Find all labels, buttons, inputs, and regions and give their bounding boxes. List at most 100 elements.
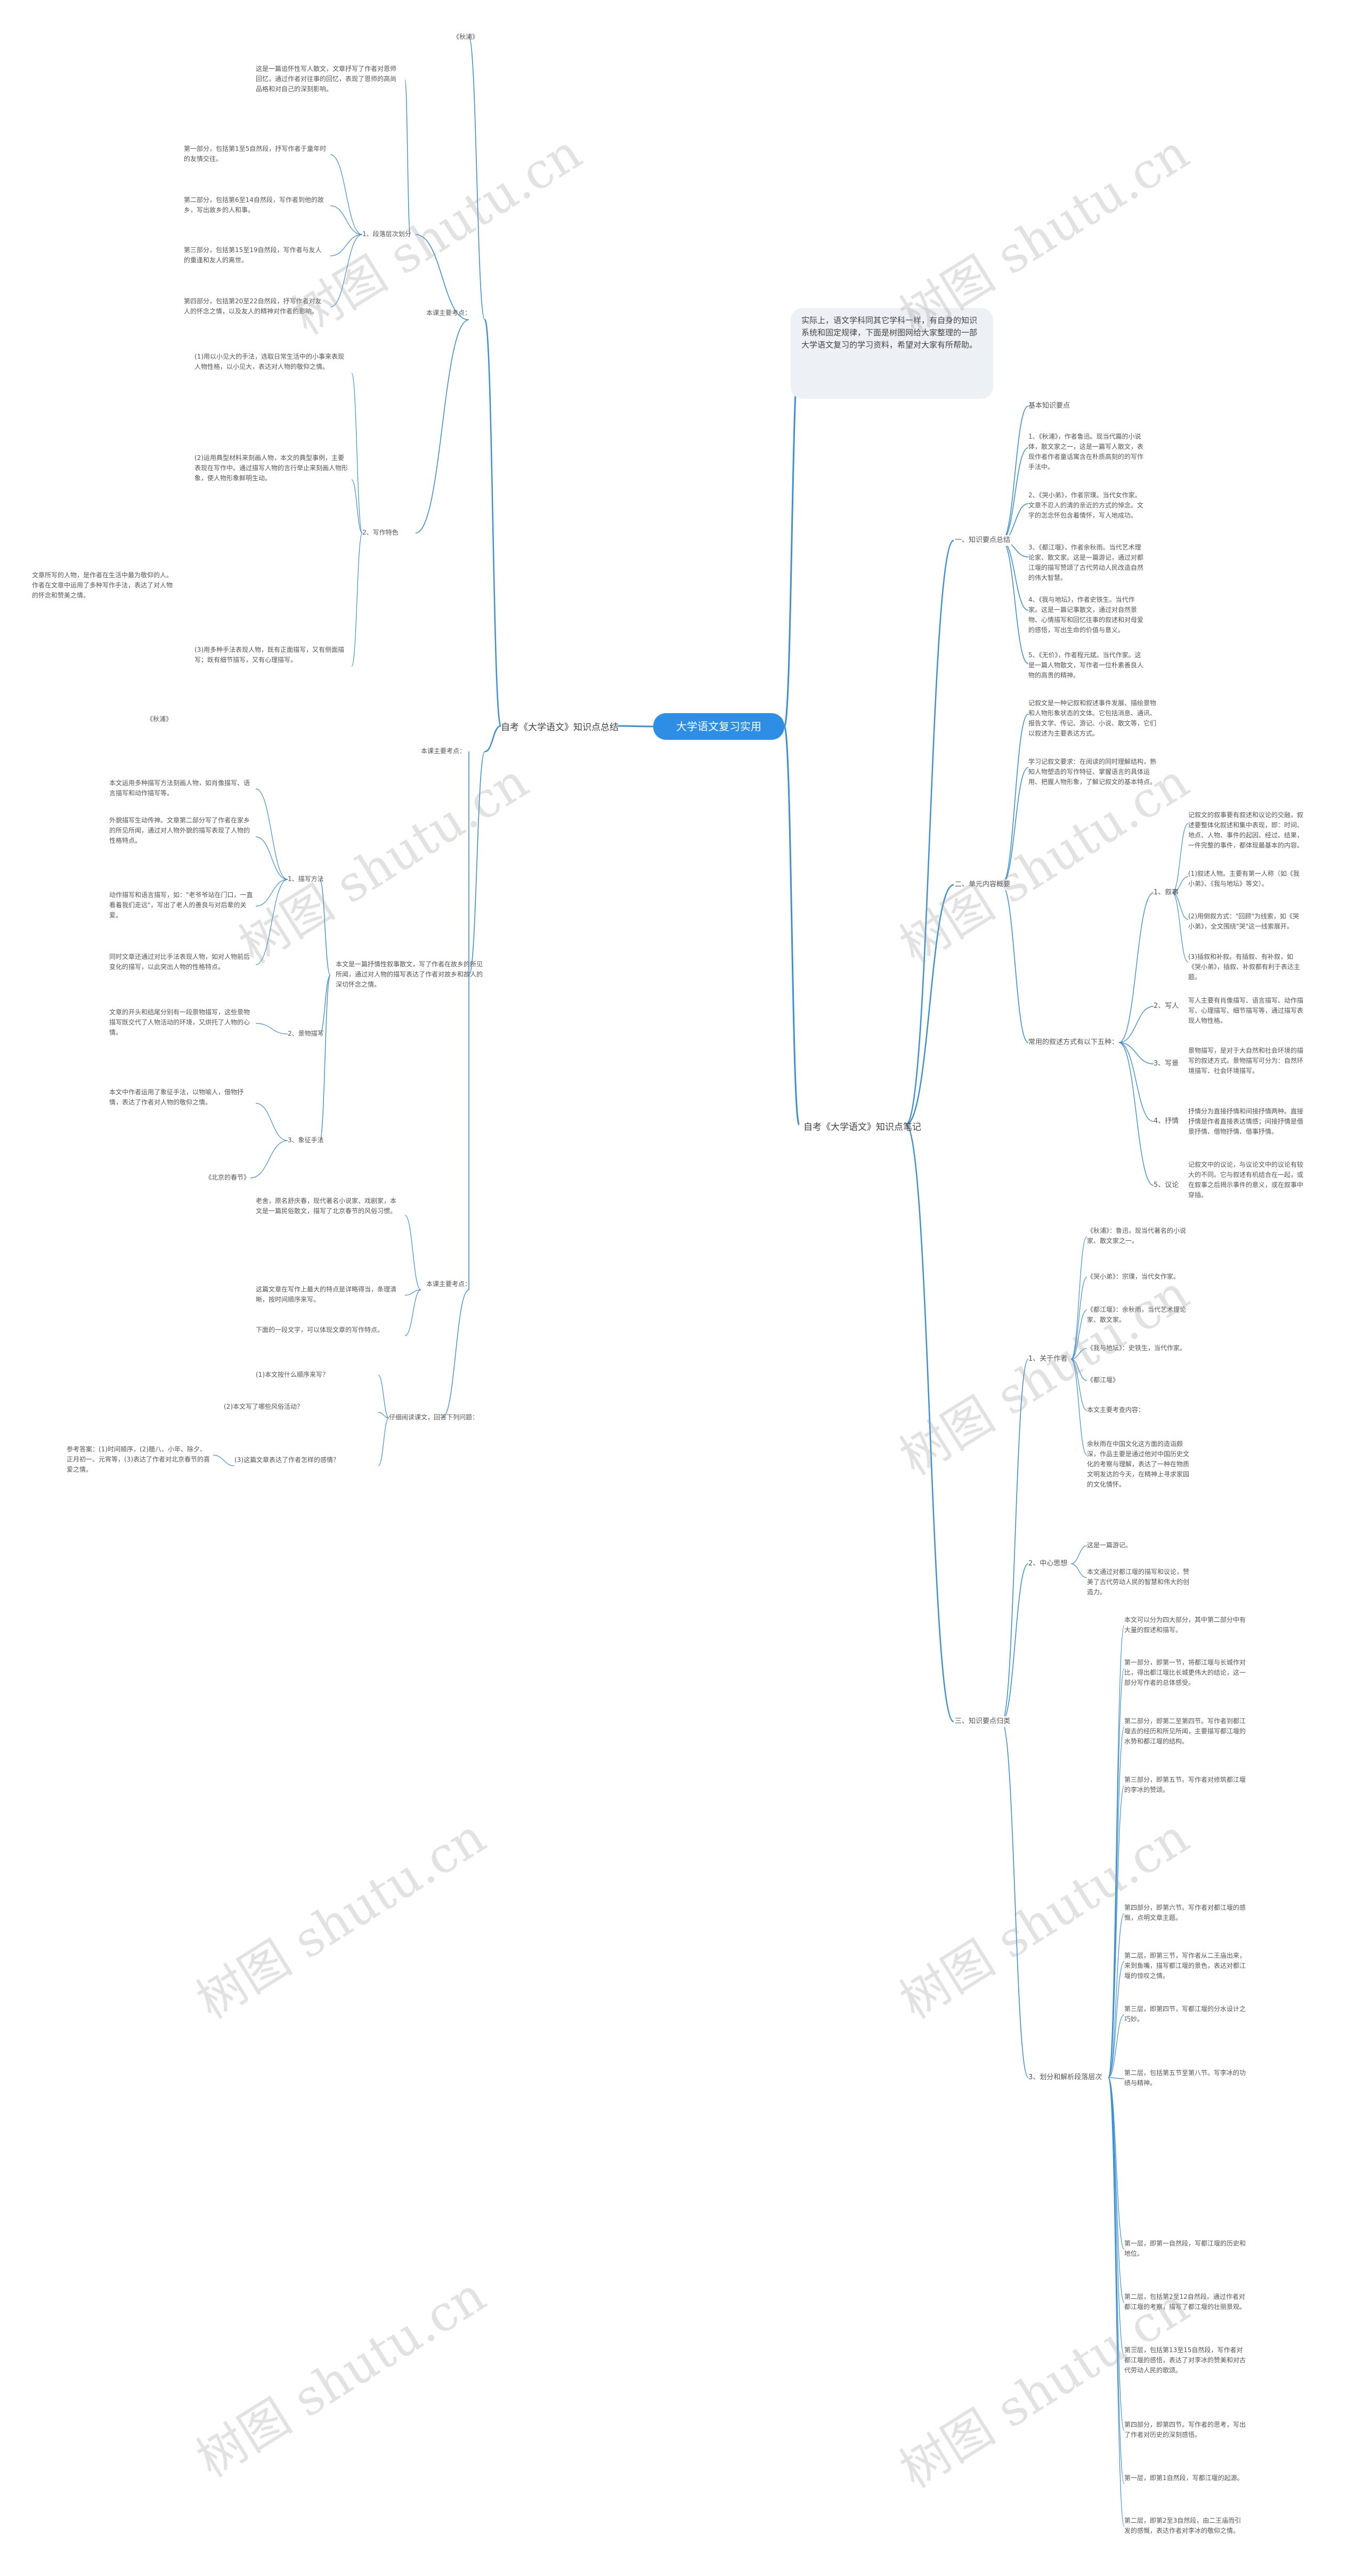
structure-2[interactable]: 第二部分，即第二至第四节。写作者到都江堰去的经历和所见所闻，主要描写都江堰的水势… [1124,1717,1246,1745]
connector-line [1108,2077,1125,2527]
right-branch-notes[interactable]: 自考《大学语文》知识点笔记 [803,1122,921,1133]
central-idea[interactable]: 2、中心思想 [1028,1560,1068,1568]
method-2[interactable]: 2、写人 [1154,1002,1179,1010]
unit-note-2[interactable]: 学习记叙文要求：在阅读的同时理解结构，熟知人物塑造的写作特征、掌握语言的具体运用… [1028,758,1157,786]
method-1-b[interactable]: (2)用倒叙方式："回顾"为线索，如《哭小弟》，全文围绕"哭"这一线索展开。 [1188,912,1300,930]
lesson-summary[interactable]: 本文是一篇抒情性叙事散文，写了作者在故乡的所见所闻，通过对人物的描写表达了作者对… [336,960,483,988]
method-1-detail[interactable]: 记叙文的叙事要有叙述和议论的交融，叙述要整体化叙述和集中表现，即：时间、地点、人… [1188,811,1304,849]
description-2[interactable]: 外貌描写生动传神。文章第二部分写了作者在家乡的所见所闻，通过对人物外貌的描写表现… [109,817,250,844]
part-2[interactable]: 第二部分，包括第6至14自然段，写作者到他的故乡，写出故乡的人和事。 [184,196,324,214]
symbolism-1[interactable]: 本文中作者运用了象征手法，以物喻人，借物抒情，表达了作者对人物的敬仰之情。 [109,1088,244,1106]
structure-7[interactable]: 第二层，包括第五节至第八节。写李冰的功绩与精神。 [1124,2069,1246,2087]
left-branch-summary[interactable]: 自考《大学语文》知识点总结 [501,722,619,733]
connector-line [1118,1042,1154,1186]
connector-line [330,154,363,235]
connector-line [378,1417,389,1466]
connector-line [1001,767,1029,885]
method-5[interactable]: 5、议论 [1154,1181,1179,1189]
part-4[interactable]: 第四部分，包括第20至22自然段，抒写作者对友人的怀念之情，以及友人的精神对作者… [184,297,322,315]
structure-1[interactable]: 第一部分，即第一节，将都江堰与长城作对比，得出都江堰比长城更伟大的结论，这一部分… [1124,1659,1246,1686]
central-topic[interactable]: 大学语文复习实用 [653,713,784,740]
point-3[interactable]: 3、《都江堰》，作者余秋雨。当代艺术理论家、散文家。这是一篇游记，通过对都江堰的… [1028,544,1144,582]
feature-3[interactable]: (3)用多种手法表现人物，既有正面描写，又有侧面描写；既有细节描写，又有心理描写… [194,646,345,664]
description-1[interactable]: 本文运用多种描写方法刻画人物，如肖像描写、语言描写和动作描写等。 [109,779,250,797]
structure-5[interactable]: 第二层，即第三节，写作者从二王庙出来，来到鱼嘴，描写都江堰的景色，表达对都江堰的… [1124,1952,1246,1980]
part-3[interactable]: 第三部分，包括第15至19自然段，写作者与友人的重逢和友人的离世。 [184,246,322,264]
structure-9[interactable]: 第二层，包括第2至12自然段。通过作者对都江堰的考察，描写了都江堰的壮丽景观。 [1124,2293,1246,2311]
lesson-spring[interactable]: 《北京的春节》 [205,1174,250,1181]
method-4[interactable]: 4、抒情 [1154,1117,1179,1125]
scenery-description[interactable]: 2、景物描写 [288,1030,324,1037]
spring-1[interactable]: 老舍，原名舒庆春，现代著名小说家、戏剧家，本文是一篇民俗散文，描写了北京春节的风… [256,1197,397,1215]
method-1[interactable]: 1、叙事 [1154,889,1179,897]
about-author[interactable]: 1、关于作者 [1028,1355,1068,1363]
method-3-detail[interactable]: 景物描写，是对于大自然和社会环境的描写的叙述方式。景物描写可分为：自然环境描写、… [1188,1047,1304,1075]
paragraph-division[interactable]: 1、段落层次划分 [362,230,411,238]
description-3[interactable]: 动作描写和语言描写，如："老爷爷站在门口，一直看着我们走远"，写出了老人的善良与… [109,891,253,919]
branch-classification[interactable]: 三、知识要点归类 [954,1716,1012,1727]
branch-unit-summary[interactable]: 二、单元内容概要 [954,879,1012,890]
author-4[interactable]: 《我与地坛》：史铁生，当代作家。 [1087,1344,1187,1352]
description-methods[interactable]: 1、描写方法 [288,875,324,883]
connector-line [1001,884,1029,1043]
structure[interactable]: 3、划分和解析段落层次 [1028,2073,1102,2081]
connector-line [404,79,411,235]
lesson-qiupu-2[interactable]: 《秋浦》 [147,715,173,723]
point-4[interactable]: 4、《我与地坛》，作者史铁生。当代作家。这是一篇记事散文，通过对自然景物、心情描… [1028,596,1144,634]
connector-line [1070,1348,1087,1360]
narration-methods[interactable]: 常用的叙述方式有以下五种： [1028,1038,1119,1046]
point-1[interactable]: 1、《秋浦》，作者鲁迅。现当代篇的小说体，散文家之一，这是一篇写人散文，表现作者… [1028,433,1144,471]
question-3[interactable]: (3)这篇文章表达了作者怎样的感情？ [234,1456,339,1464]
structure-13[interactable]: 第二层，即第2至3自然段，由二王庙而引发的感慨，表达作者对李冰的敬仰之情。 [1124,2517,1241,2534]
method-4-detail[interactable]: 抒情分为直接抒情和间接抒情两种。直接抒情是作者直接表达情感；间接抒情是借景抒情、… [1188,1108,1304,1135]
connector-line [1108,1961,1125,2078]
basic-points[interactable]: 基本知识要点 [1028,402,1070,410]
central-idea-1[interactable]: 这是一篇游记。 [1087,1541,1132,1549]
feature-side[interactable]: 文章所写的人物，是作者在生活中最为敬仰的人。作者在文章中运用了多种写作手法，表达… [32,571,173,599]
branch-key-points[interactable]: 一、知识要点总结 [954,535,1012,546]
author-1[interactable]: 《秋浦》：鲁迅，现当代著名的小说家、散文家之一。 [1087,1227,1187,1245]
point-5[interactable]: 5、《无价》，作者程元斌。当代作家。这是一篇人物散文，写作者一位朴素善良人物的高… [1028,651,1144,679]
lesson-intro[interactable]: 这是一篇追怀性写人散文，文章抒写了作者对恩师回忆，通过作者对往事的回忆，表现了恩… [256,65,397,93]
author-6[interactable]: 本文主要考查内容： [1087,1406,1145,1414]
points-2[interactable]: 本课主要考点： [421,747,466,755]
author-5[interactable]: 《都江堰》 [1087,1376,1119,1384]
structure-0[interactable]: 本文可以分为四大部分，其中第二部分中有大量的叙述和描写。 [1124,1616,1246,1634]
spring-3[interactable]: 下面的一段文字，可以体现文章的写作特点。 [256,1326,384,1334]
points-3[interactable]: 本课主要考点： [426,1280,472,1288]
symbolism[interactable]: 3、象征手法 [288,1136,324,1144]
structure-8[interactable]: 第一层，即第一自然段，写都江堰的历史和地位。 [1124,2240,1246,2257]
point-2[interactable]: 2、《哭小弟》，作者宗璞。当代女作家。文章不忍人的清的亲近的方式的悼念。文字的怎… [1028,491,1144,519]
method-5-detail[interactable]: 记叙文中的议论，与议论文中的议论有较大的不同。它与叙述有机结合在一起，或在叙事之… [1188,1161,1304,1199]
author-7[interactable]: 余秋雨在中国文化这方面的造诣颇深，作品主要是通过他对中国历史文化的考察与理解，表… [1087,1440,1190,1488]
lesson-qiupu[interactable]: 《秋浦》 [453,33,479,41]
description-4[interactable]: 同时文章还通过对比手法表现人物，如对人物前后变化的描写，以此突出人物的性格特点。 [109,953,250,971]
central-idea-2[interactable]: 本文通过对都江堰的描写和议论，赞美了古代劳动人民的智慧和伟大的创造力。 [1087,1568,1190,1596]
author-3[interactable]: 《都江堰》：余秋雨，当代艺术理论家、散文家。 [1087,1306,1187,1323]
question-head[interactable]: 仔细阅读课文，回答下列问题： [389,1414,479,1421]
method-1-a[interactable]: (1)叙述人物。主要有第一人称（如《我小弟》、《我与地坛》等文）。 [1188,870,1300,887]
connector-line [1070,1563,1087,1578]
unit-note-1[interactable]: 记叙文是一种记叙和叙述事件发展、描绘景物和人物形象状态的文体。它包括消息、通讯、… [1028,699,1157,737]
feature-2[interactable]: (2)运用典型材料来刻画人物，本文的典型事例，主要表现在写作中。通过描写人物的言… [194,454,348,482]
method-3[interactable]: 3、写景 [1154,1060,1179,1068]
question-1[interactable]: (1)本文按什么顺序来写？ [256,1371,329,1378]
structure-3[interactable]: 第三部分，即第五节。写作者对修筑都江堰的李冰的赞颂。 [1124,1776,1246,1794]
points-1[interactable]: 本课主要考点： [426,309,472,317]
structure-11[interactable]: 第四部分，即第四节。写作者的思考，写出了作者对历史的深刻感悟。 [1124,2421,1246,2438]
structure-12[interactable]: 第一层，即第1自然段，写都江堰的起源。 [1124,2474,1244,2482]
structure-10[interactable]: 第三层，包括第13至15自然段，写作者对都江堰的感悟，表达了对李冰的赞美和对古代… [1124,2346,1246,2374]
feature-1[interactable]: (1)用以小见大的手法，选取日常生活中的小事来表现人物性格，以小见大，表达对人物… [194,353,345,370]
method-2-detail[interactable]: 写人主要有肖像描写、语言描写、动作描写、心理描写、细节描写等，通过描写表现人物性… [1188,997,1304,1024]
structure-4[interactable]: 第四部分，即第六节。写作者对都江堰的感慨，点明文章主题。 [1124,1904,1246,1921]
question-2[interactable]: (2)本文写了哪些风俗活动？ [224,1403,303,1410]
writing-features[interactable]: 2、写作特色 [362,529,399,536]
spring-2[interactable]: 这篇文章在写作上最大的特点是详略得当，条理清晰，按时间顺序来写。 [256,1286,397,1303]
connector-line [1172,892,1189,920]
answer[interactable]: 参考答案：(1)时间顺序，(2)腊八、小年、除夕、正月初一、元宵等，(3)表达了… [67,1446,210,1473]
part-1[interactable]: 第一部分，包括第1至5自然段，抒写作者于童年时的友情交往。 [184,145,327,163]
structure-6[interactable]: 第三层，即第四节，写都江堰的分水设计之巧妙。 [1124,2005,1246,2023]
scenery-1[interactable]: 文章的开头和结尾分别有一段景物描写，这些景物描写既交代了人物活动的环境，又烘托了… [109,1008,250,1036]
method-1-c[interactable]: (3)插叙和补叙。有插叙、有补叙，如《哭小弟》，插叙、补叙都有利于表达主题。 [1188,953,1301,981]
author-2[interactable]: 《哭小弟》：宗璞，当代女作家。 [1087,1273,1180,1280]
